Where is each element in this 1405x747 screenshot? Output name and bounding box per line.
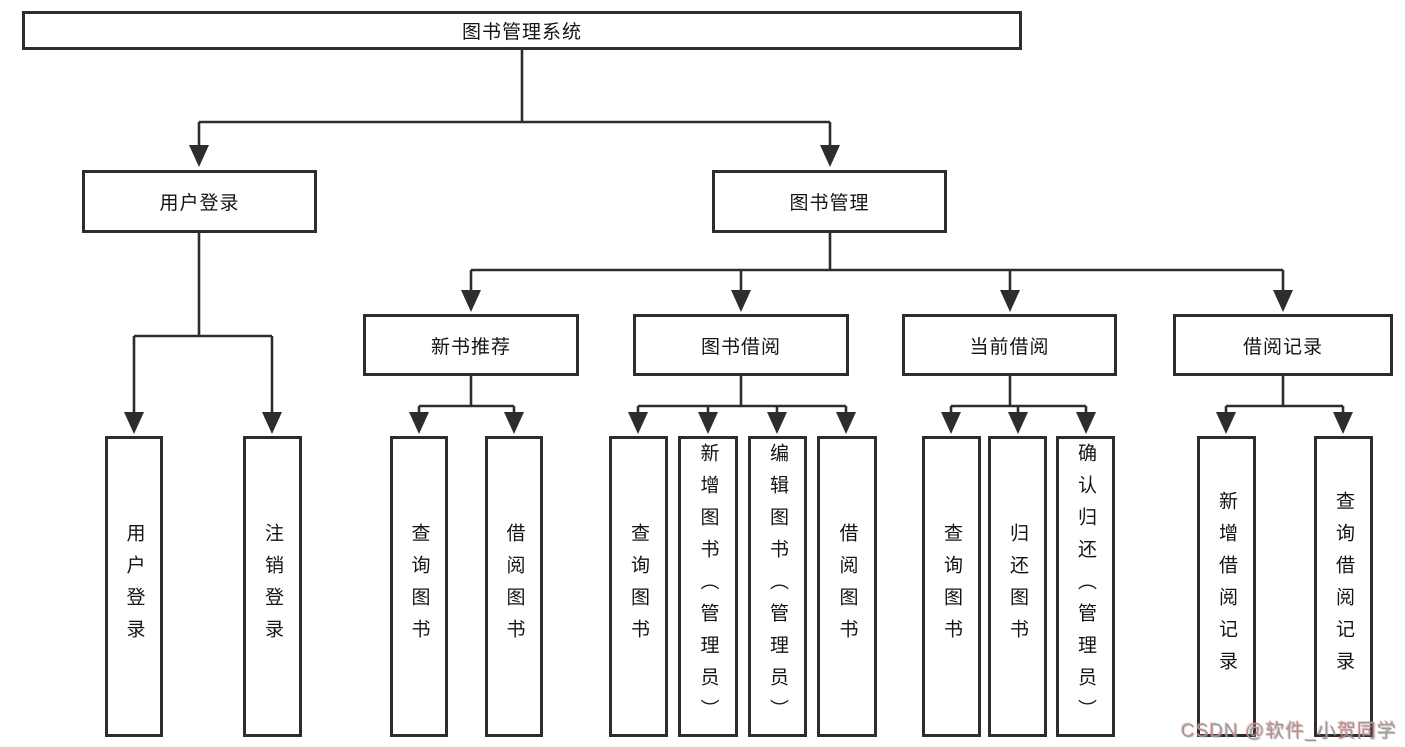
- node-label: 用户登录: [159, 193, 240, 214]
- leaf-borrow-books-borrowing: 借阅图书: [817, 436, 877, 737]
- node-label: 编辑图书（管理员）: [767, 442, 788, 731]
- arrowhead-icon: [189, 145, 209, 167]
- leaf-return-books: 归还图书: [988, 436, 1047, 737]
- node-root: 图书管理系统: [22, 11, 1022, 50]
- node-label: 新增图书（管理员）: [697, 442, 719, 731]
- leaf-confirm-return-admin: 确认归还（管理员）: [1056, 436, 1115, 737]
- leaf-query-books-borrowing: 查询图书: [609, 436, 668, 737]
- node-label: 查询图书: [628, 522, 649, 651]
- node-book-borrowing: 图书借阅: [633, 314, 849, 376]
- node-label: 新书推荐: [430, 336, 511, 358]
- node-label: 查询借阅记录: [1333, 490, 1354, 683]
- arrowhead-icon: [698, 412, 718, 434]
- arrowhead-icon: [1000, 290, 1020, 312]
- leaf-user-login: 用户登录: [105, 436, 163, 737]
- arrowhead-icon: [820, 145, 840, 167]
- node-label: 新增借阅记录: [1216, 490, 1237, 683]
- node-label: 当前借阅: [969, 336, 1050, 358]
- node-label: 查询图书: [941, 522, 962, 651]
- node-label: 用户登录: [123, 522, 145, 651]
- arrowhead-icon: [409, 412, 429, 434]
- arrowhead-icon: [941, 412, 961, 434]
- leaf-query-books-current: 查询图书: [922, 436, 981, 737]
- node-label: 归还图书: [1007, 522, 1028, 651]
- csdn-watermark: CSDN @软件_小贺同学: [1181, 721, 1397, 742]
- arrowhead-icon: [504, 412, 524, 434]
- node-user-login: 用户登录: [82, 170, 317, 233]
- node-label: 借阅图书: [503, 522, 525, 651]
- connector-newbooks-to-leaves: [417, 376, 516, 414]
- arrowhead-icon: [731, 290, 751, 312]
- arrowhead-icon: [836, 412, 856, 434]
- node-current-borrowing: 当前借阅: [902, 314, 1117, 376]
- leaf-borrow-books-recommend: 借阅图书: [485, 436, 543, 737]
- node-label: 注销登录: [262, 522, 283, 651]
- node-label: 图书管理: [789, 193, 870, 214]
- node-book-management: 图书管理: [712, 170, 947, 233]
- node-label: 确认归还（管理员）: [1075, 442, 1096, 731]
- node-borrow-records: 借阅记录: [1173, 314, 1393, 376]
- leaf-query-borrow-record: 查询借阅记录: [1314, 436, 1373, 737]
- connector-userlogin-to-leaves: [132, 233, 274, 414]
- arrowhead-icon: [628, 412, 648, 434]
- leaf-logout: 注销登录: [243, 436, 302, 737]
- leaf-add-book-admin: 新增图书（管理员）: [678, 436, 738, 737]
- arrowhead-icon: [1273, 290, 1293, 312]
- connector-bookmgmt-to-level2: [469, 233, 1285, 292]
- arrowhead-icon: [1216, 412, 1236, 434]
- connector-bookborrow-to-leaves: [636, 376, 848, 414]
- connector-root-to-level1: [197, 50, 832, 147]
- node-label: 查询图书: [408, 522, 430, 651]
- leaf-add-borrow-record: 新增借阅记录: [1197, 436, 1256, 737]
- arrowhead-icon: [1076, 412, 1096, 434]
- arrowhead-icon: [1333, 412, 1353, 434]
- node-label: 借阅图书: [836, 522, 858, 651]
- node-label: 借阅记录: [1242, 336, 1323, 358]
- node-label: 图书借阅: [700, 336, 781, 358]
- connector-currentborrow-to-leaves: [949, 376, 1088, 414]
- leaf-edit-book-admin: 编辑图书（管理员）: [748, 436, 807, 737]
- node-new-book-recommend: 新书推荐: [363, 314, 579, 376]
- node-label: 图书管理系统: [461, 22, 582, 43]
- arrowhead-icon: [262, 412, 282, 434]
- leaf-query-books-recommend: 查询图书: [390, 436, 448, 737]
- arrowhead-icon: [124, 412, 144, 434]
- arrowhead-icon: [461, 290, 481, 312]
- arrowhead-icon: [767, 412, 787, 434]
- connector-records-to-leaves: [1224, 376, 1345, 414]
- arrowhead-icon: [1008, 412, 1028, 434]
